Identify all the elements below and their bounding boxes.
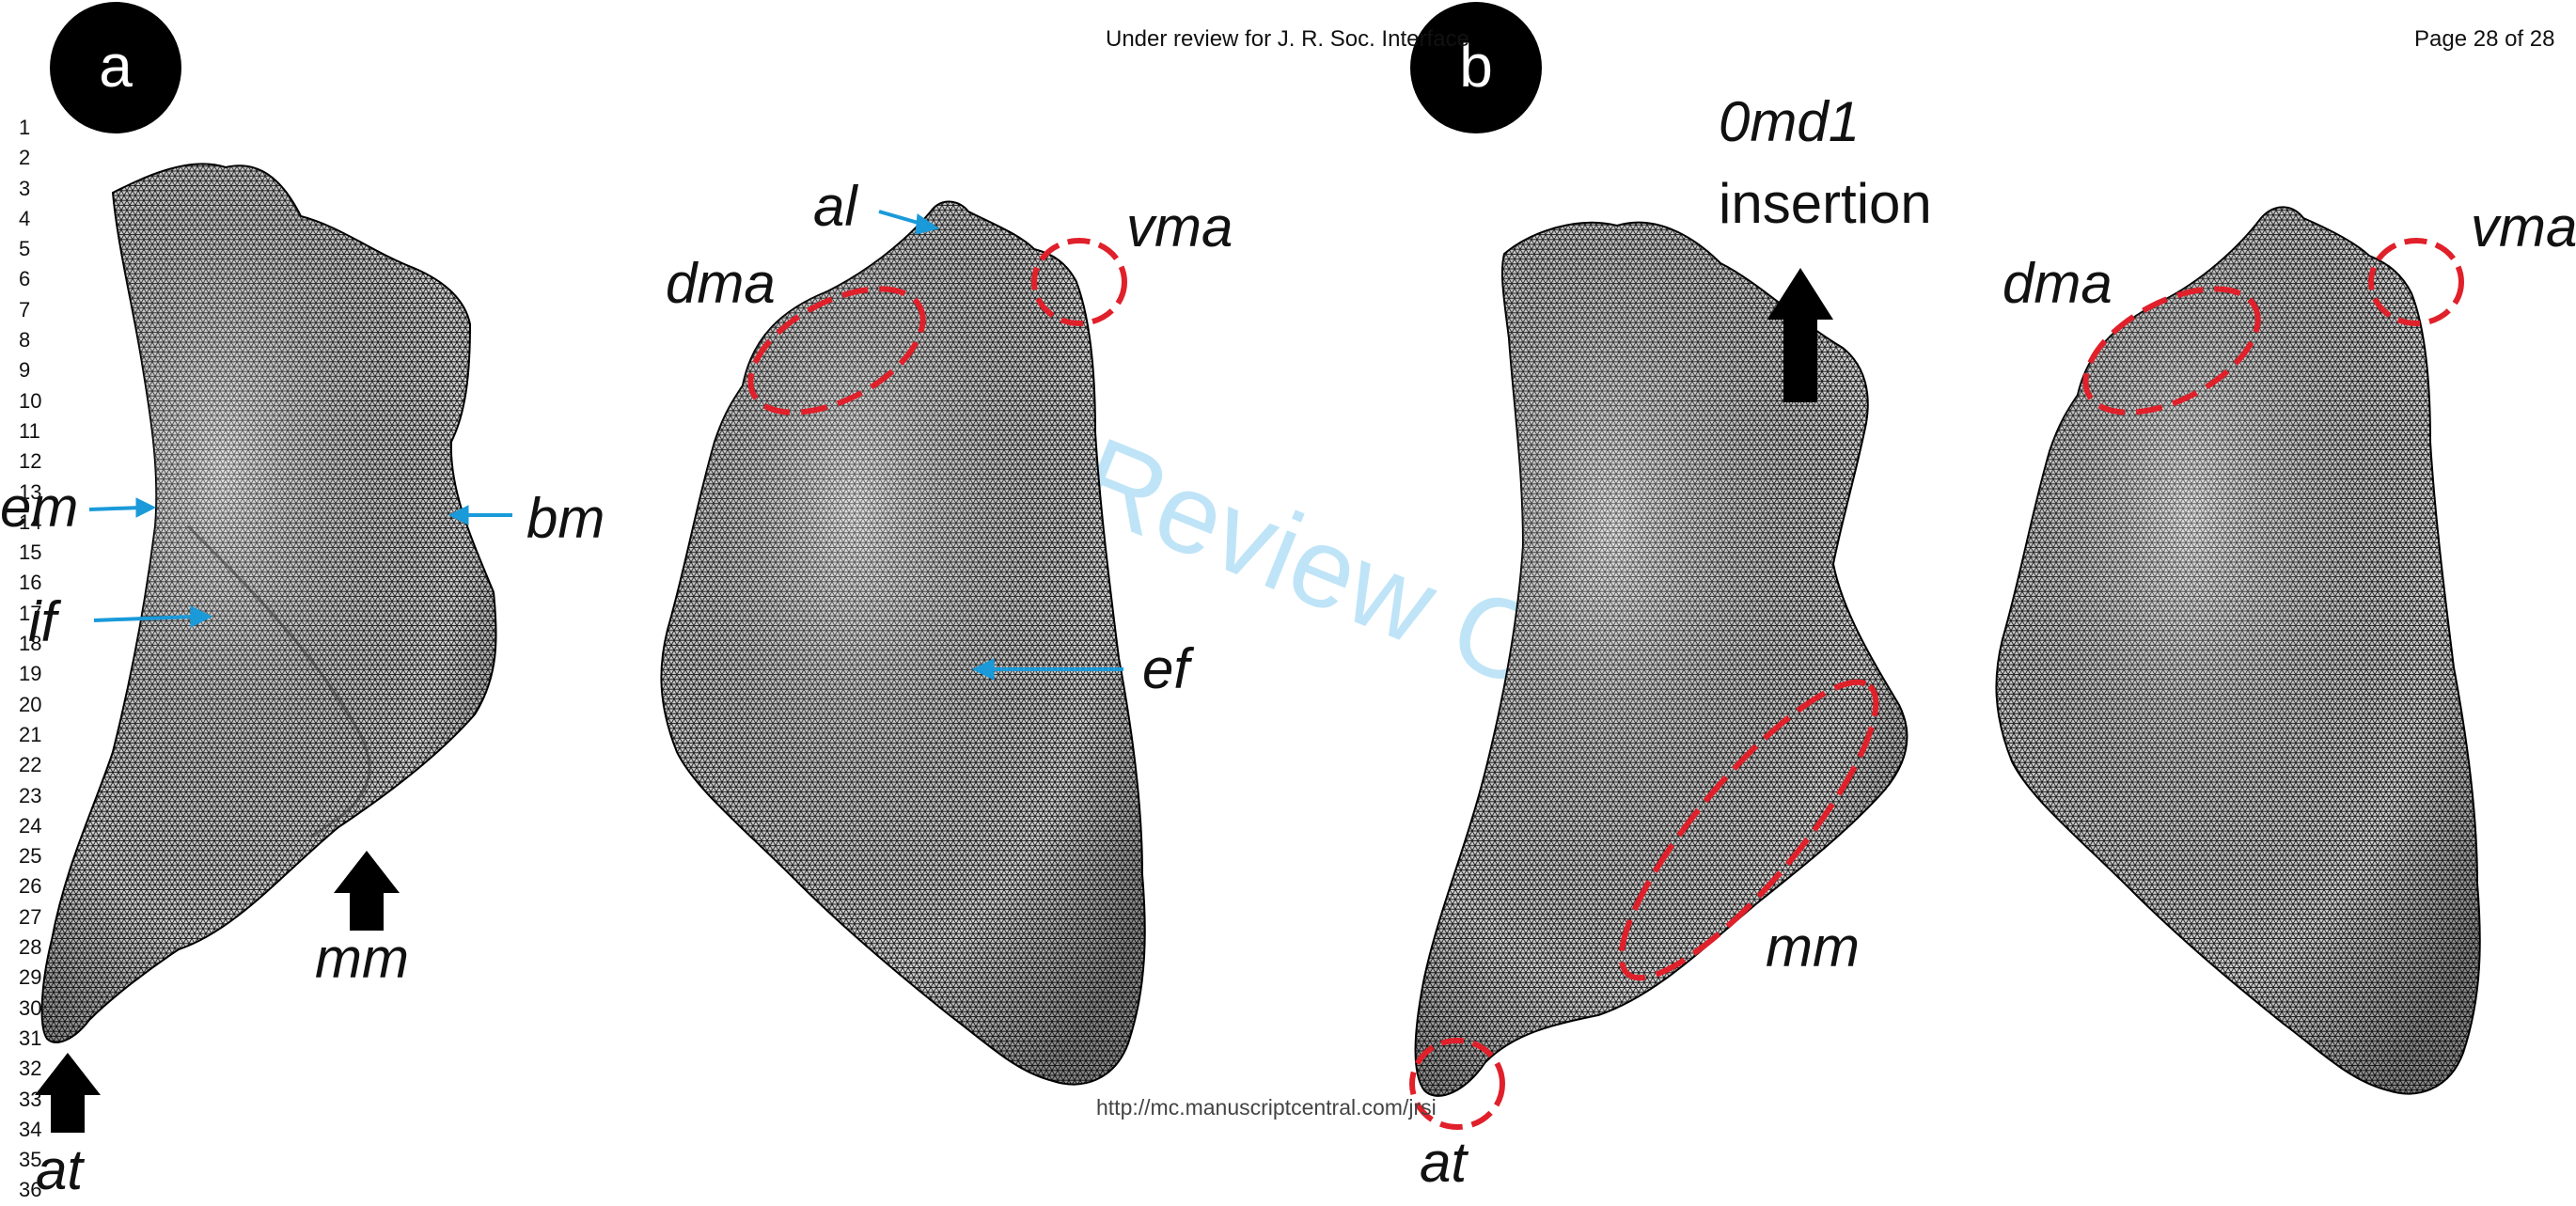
line-number: 34 xyxy=(19,1115,56,1145)
line-number: 21 xyxy=(19,720,56,750)
label-at-panel-b: at xyxy=(1420,1131,1469,1194)
arrow-em xyxy=(89,498,155,517)
label-dma-panel-a: dma xyxy=(666,252,776,315)
label-bm: bm xyxy=(526,487,605,550)
line-number: 36 xyxy=(19,1175,56,1205)
line-number: 35 xyxy=(19,1145,56,1175)
line-number: 18 xyxy=(19,629,56,659)
label-insertion-line2: insertion xyxy=(1719,172,1932,235)
line-number: 7 xyxy=(19,295,56,325)
label-al: al xyxy=(813,175,858,238)
panel-a-medial-mesh xyxy=(42,164,496,1042)
line-number: 24 xyxy=(19,811,56,841)
label-mm-panel-b: mm xyxy=(1766,916,1860,979)
line-number: 20 xyxy=(19,690,56,720)
panel-a-lateral-mesh xyxy=(661,201,1144,1084)
arrow-mm-panel-a xyxy=(334,851,400,931)
panel-a-badge-label: a xyxy=(99,32,133,100)
line-number: 27 xyxy=(19,902,56,932)
line-number: 25 xyxy=(19,841,56,871)
line-number: 31 xyxy=(19,1024,56,1054)
label-vma-panel-a: vma xyxy=(1126,196,1233,258)
line-number: 32 xyxy=(19,1054,56,1084)
line-number: 14 xyxy=(19,508,56,538)
line-number: 19 xyxy=(19,659,56,689)
panel-b-badge: b xyxy=(1410,2,1542,133)
label-mm-panel-a: mm xyxy=(315,927,409,990)
line-number: 23 xyxy=(19,781,56,811)
line-number: 1 xyxy=(19,113,56,143)
line-number: 12 xyxy=(19,446,56,477)
running-header-journal: Under review for J. R. Soc. Interface xyxy=(1106,26,1469,53)
watermark-text: Review O xyxy=(1062,414,1563,713)
label-ef: ef xyxy=(1142,637,1194,700)
line-number: 6 xyxy=(19,264,56,294)
line-number: 16 xyxy=(19,568,56,598)
label-dma-panel-b: dma xyxy=(2003,252,2113,315)
line-number: 2 xyxy=(19,143,56,173)
line-number: 26 xyxy=(19,871,56,901)
line-number: 11 xyxy=(19,416,56,446)
line-number: 33 xyxy=(19,1085,56,1115)
line-number: 15 xyxy=(19,538,56,568)
line-number: 10 xyxy=(19,386,56,416)
footer-url: http://mc.manuscriptcentral.com/jrsi xyxy=(1096,1095,1437,1120)
line-number: 5 xyxy=(19,234,56,264)
running-header-page: Page 28 of 28 xyxy=(2414,26,2554,53)
line-number: 3 xyxy=(19,174,56,204)
panel-b-lateral-mesh xyxy=(1996,207,2479,1093)
line-number: 22 xyxy=(19,750,56,780)
line-number: 28 xyxy=(19,932,56,963)
line-number: 4 xyxy=(19,204,56,234)
line-number: 30 xyxy=(19,994,56,1024)
label-vma-panel-b: vma xyxy=(2471,196,2576,258)
line-number: 9 xyxy=(19,355,56,385)
line-number: 17 xyxy=(19,599,56,629)
line-number: 29 xyxy=(19,963,56,993)
label-insertion-line1: 0md1 xyxy=(1719,90,1860,153)
line-number: 13 xyxy=(19,478,56,508)
panel-a-badge: a xyxy=(50,2,181,133)
line-number: 8 xyxy=(19,325,56,355)
